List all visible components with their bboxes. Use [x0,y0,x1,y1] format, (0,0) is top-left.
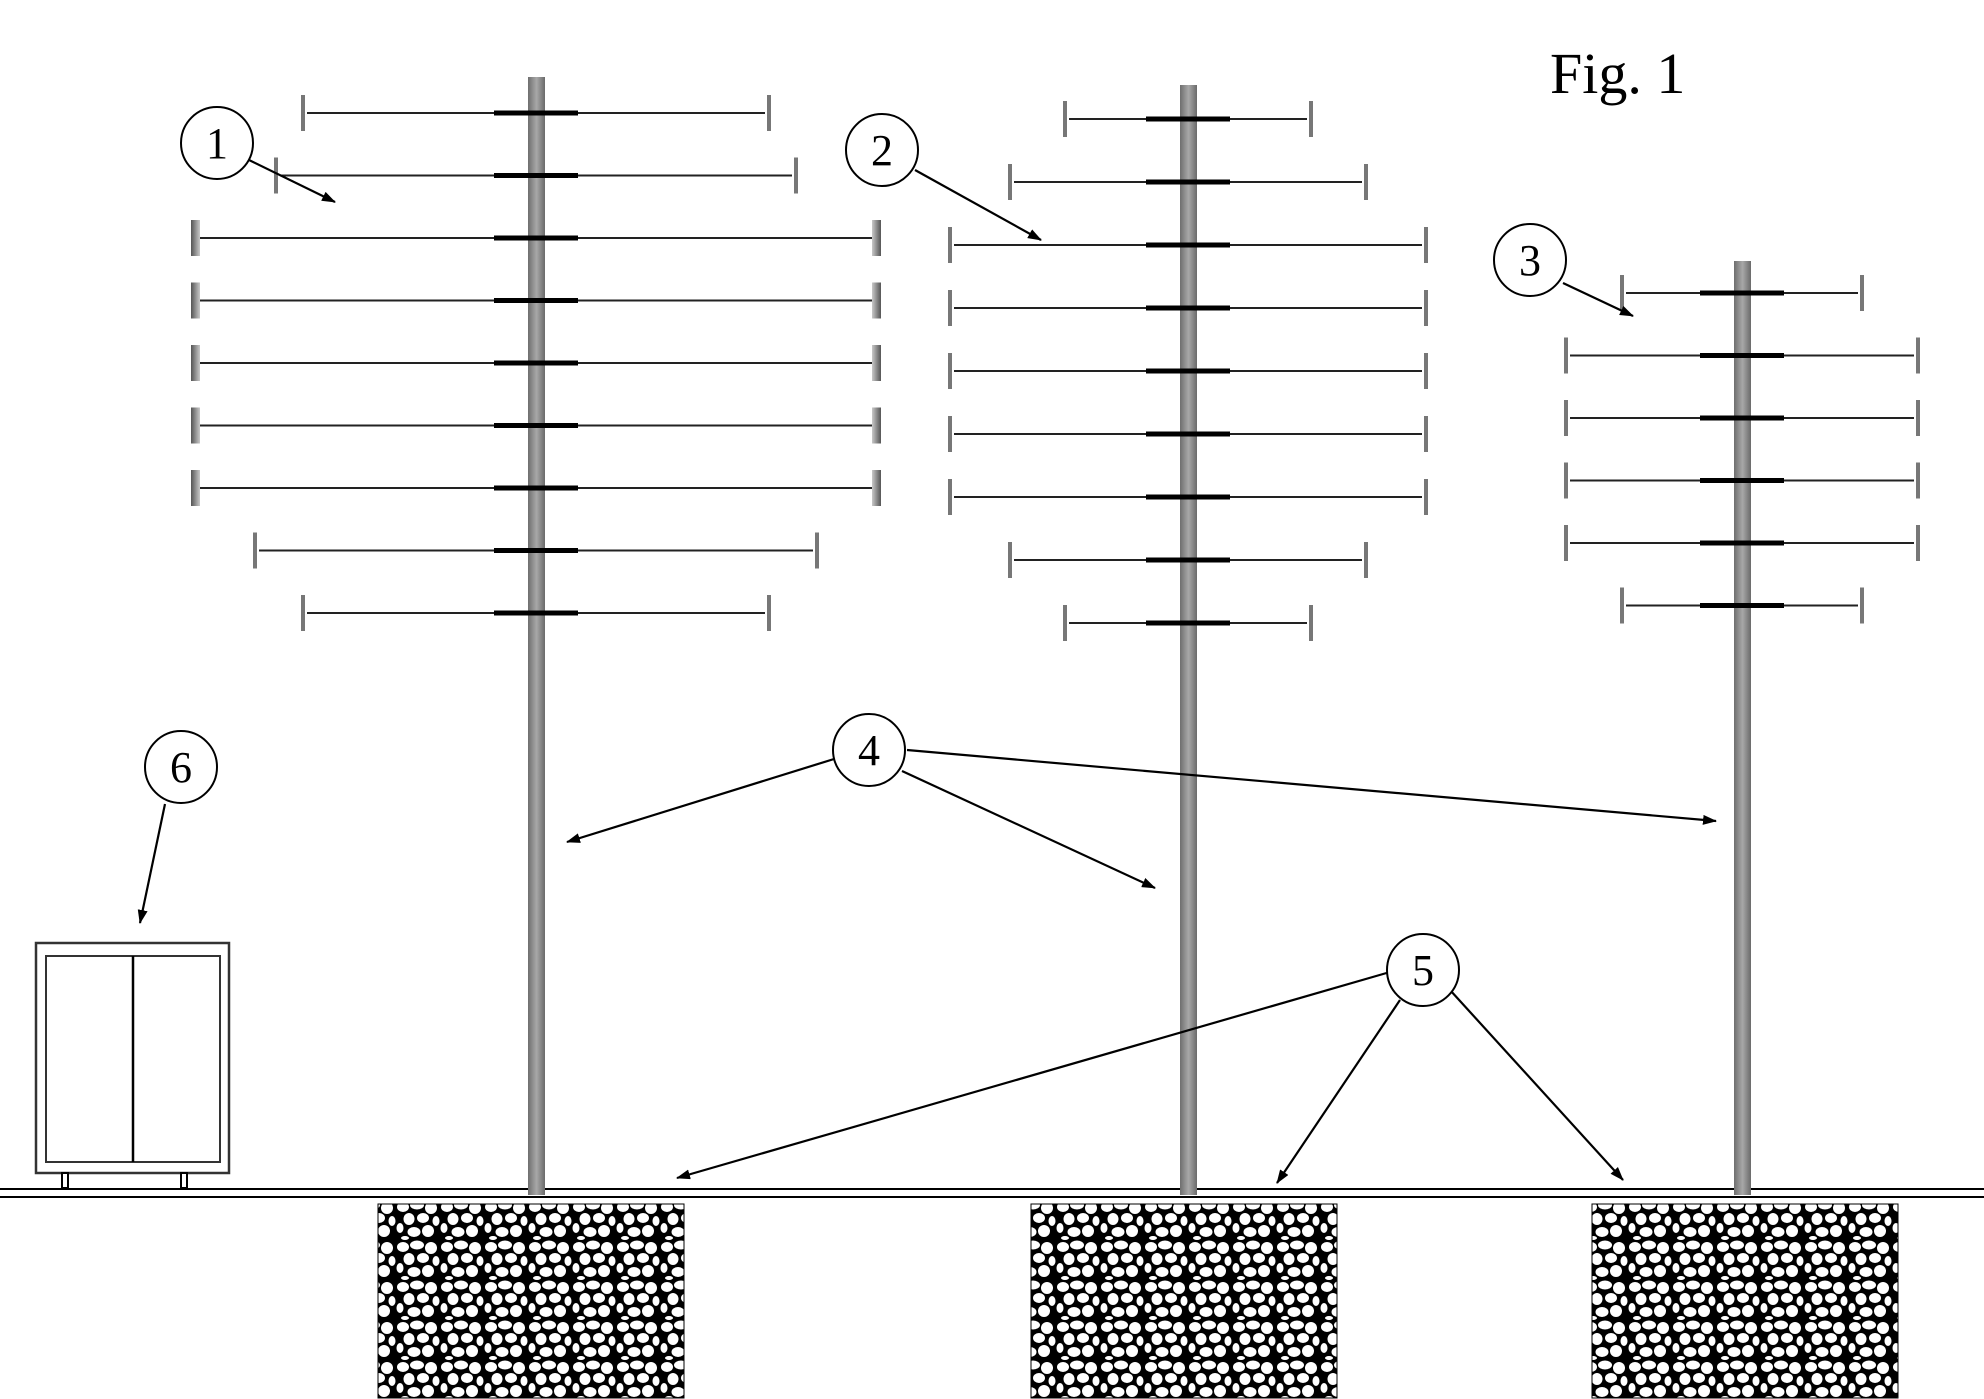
blade-left [1620,275,1624,311]
callout-1: 1 [180,106,254,180]
callout-3: 3 [1493,223,1567,297]
blade-right [1916,337,1920,374]
blade-left [1008,164,1012,200]
blade-left [301,95,305,131]
blade-left [948,227,952,263]
rotor-tier [191,220,881,256]
blade-left [948,416,952,452]
blade-left [1564,400,1568,436]
blade-left [1564,337,1568,374]
blade-left [1008,542,1012,578]
rotor-tier [948,416,1428,452]
blade-right [1364,164,1368,200]
rotor-tier [1564,525,1920,561]
rotor-tier [191,407,881,444]
blade-left [253,532,257,569]
rotor-tier [301,595,771,631]
rotor-tier [948,479,1428,515]
rotor-tier [274,157,798,194]
rotor-tier [301,95,771,131]
blade-right [872,282,881,319]
rotor-1 [191,95,881,631]
blade-left [274,157,278,194]
blade-left [301,595,305,631]
blade-right [1424,353,1428,389]
callout-6-label: 6 [170,743,192,792]
blade-right [872,220,881,256]
blade-left [1564,525,1568,561]
callout-5: 5 [1386,933,1460,1007]
blade-right [872,407,881,444]
blade-right [1916,462,1920,499]
blade-left [191,220,200,256]
blade-right [815,532,819,569]
mast-1 [528,77,545,1195]
rotor-tier [1620,587,1864,624]
blade-right [794,157,798,194]
blade-right [1424,479,1428,515]
figure-title: Fig. 1 [1550,41,1685,106]
rotor-tier [1063,101,1313,137]
callout-4: 4 [832,713,906,787]
blade-left [948,479,952,515]
rotor-tier [1008,542,1368,578]
blade-left [1620,587,1624,624]
rotor-tier [1620,275,1864,311]
blade-right [872,345,881,381]
mast-3 [1734,261,1751,1195]
rotor-3 [1564,275,1920,624]
rotor-tier [1564,400,1920,436]
blade-right [1860,275,1864,311]
blade-left [948,290,952,326]
blade-left [191,407,200,444]
callout-5-label: 5 [1412,946,1434,995]
blade-right [872,470,881,506]
rotor-tier [948,227,1428,263]
blade-left [191,470,200,506]
blade-right [1424,416,1428,452]
callout-4-label: 4 [858,726,880,775]
control-cabinet [34,941,231,1189]
rotor-tier [1564,337,1920,374]
rotor-tier [1008,164,1368,200]
blade-right [1424,227,1428,263]
foundation-2 [1030,1203,1338,1399]
blade-right [1309,101,1313,137]
rotor-tier [191,282,881,319]
blade-left [1564,462,1568,499]
blade-right [1364,542,1368,578]
blade-right [1309,605,1313,641]
rotor-tier [948,353,1428,389]
rotor-tier [191,470,881,506]
blade-right [1916,525,1920,561]
callout-2-label: 2 [871,126,893,175]
foundation-3 [1591,1203,1899,1399]
callout-2: 2 [845,113,919,187]
foundation-1 [377,1203,685,1399]
rotor-tier [948,290,1428,326]
blade-right [1916,400,1920,436]
rotor-tier [253,532,819,569]
callout-6: 6 [144,730,218,804]
blade-left [948,353,952,389]
blade-left [1063,101,1067,137]
blade-right [767,95,771,131]
rotor-2 [948,101,1428,641]
callout-1-label: 1 [206,119,228,168]
blade-left [191,282,200,319]
rotor-tier [191,345,881,381]
leader-arrows [137,159,1717,1184]
rotor-tier [1063,605,1313,641]
mast-2 [1180,85,1197,1195]
blade-left [1063,605,1067,641]
blade-right [1424,290,1428,326]
blade-right [1860,587,1864,624]
ground-line [0,1188,1984,1198]
blade-right [767,595,771,631]
blade-left [191,345,200,381]
callout-3-label: 3 [1519,236,1541,285]
rotor-tier [1564,462,1920,499]
